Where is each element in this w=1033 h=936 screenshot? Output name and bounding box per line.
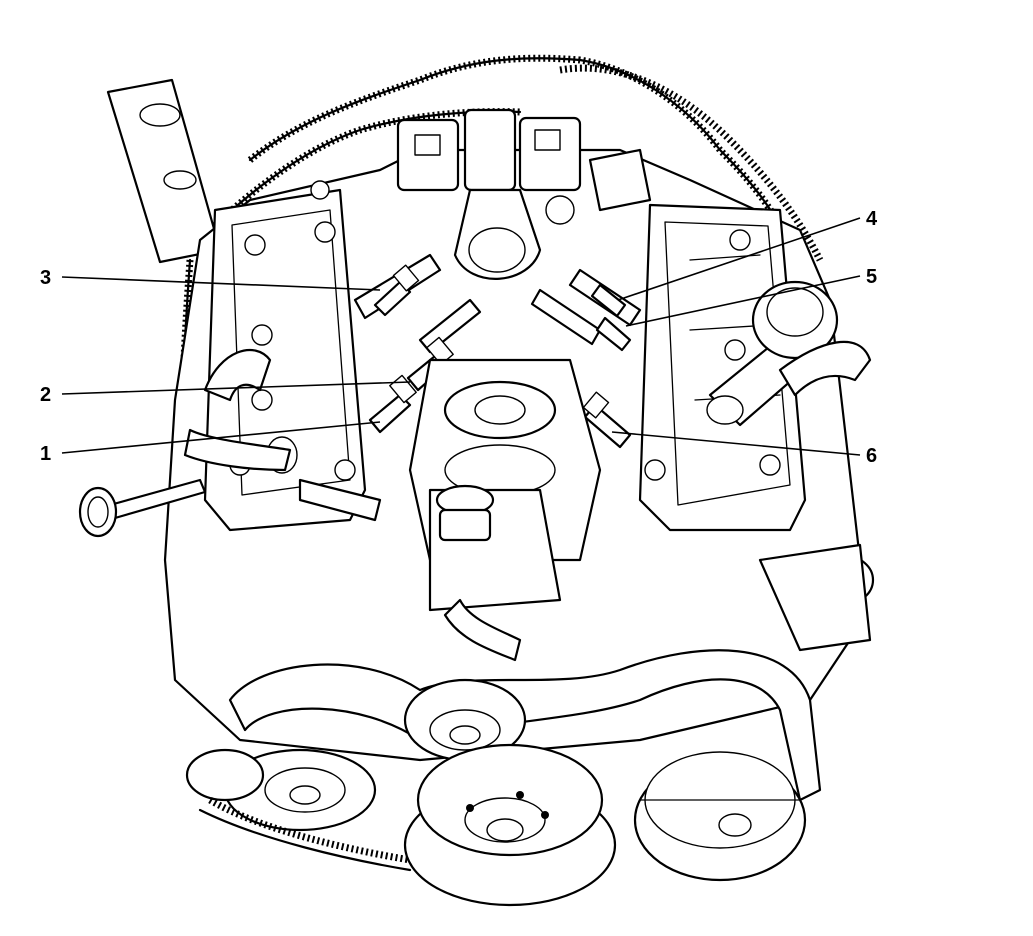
callout-2: 2 — [40, 384, 51, 406]
fuel-injector-4 — [590, 283, 627, 318]
oil-filler-cap — [706, 280, 839, 427]
throttle-body — [396, 108, 652, 280]
left-valve-cover — [203, 180, 367, 532]
lower-belt — [198, 796, 412, 872]
oil-dipstick — [78, 478, 207, 538]
callout-leaders — [61, 217, 861, 456]
thermostat-housing — [428, 484, 562, 612]
crankshaft-balancer — [403, 743, 617, 907]
water-pump-pulley — [185, 748, 377, 832]
accessory-bracket-right — [758, 543, 875, 652]
right-valve-cover — [638, 203, 807, 532]
idler-pulley — [403, 678, 527, 762]
callout-1: 1 — [40, 443, 51, 465]
fuel-injector-6 — [582, 391, 632, 449]
fuel-injector-3 — [373, 264, 420, 317]
power-steering-pulley — [633, 751, 807, 882]
lifting-bracket — [106, 78, 222, 264]
callout-4: 4 — [866, 208, 878, 230]
callout-5: 5 — [866, 266, 877, 288]
callout-3: 3 — [40, 267, 51, 289]
fuel-injector-5 — [595, 316, 632, 352]
callout-6: 6 — [866, 445, 877, 467]
coolant-hoses — [183, 340, 872, 662]
